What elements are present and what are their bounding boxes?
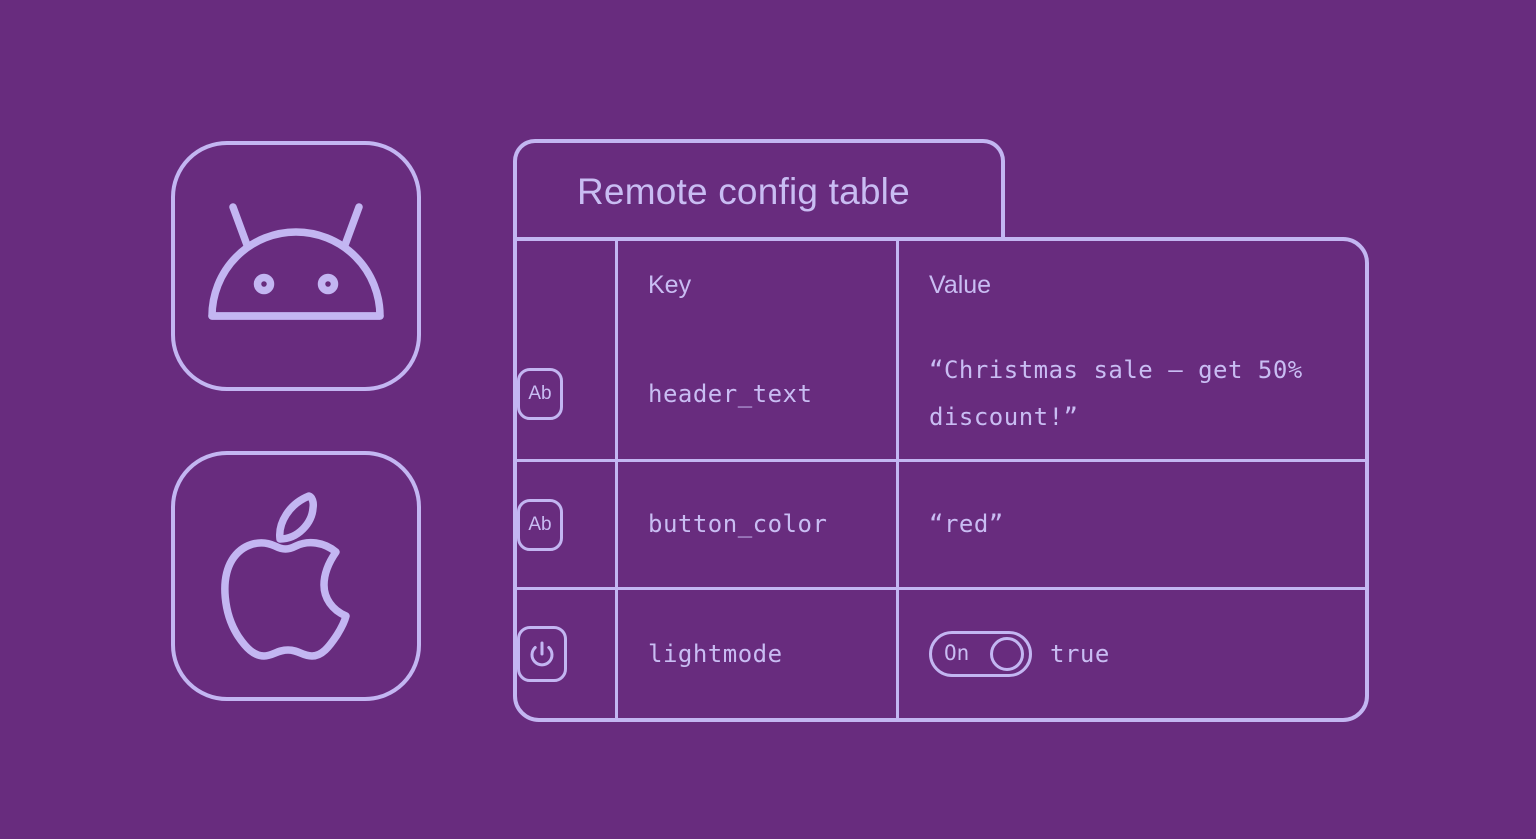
column-header-icon	[517, 241, 618, 329]
power-toggle-icon	[517, 626, 567, 682]
row-value-cell: On true	[899, 590, 1365, 718]
table-row[interactable]: Ab header_text “Christmas sale — get 50%…	[517, 329, 1365, 462]
column-header-key: Key	[618, 241, 899, 329]
config-value: “red”	[929, 510, 1004, 539]
table-row[interactable]: Ab button_color “red”	[517, 462, 1365, 590]
row-value-cell: “red”	[899, 462, 1365, 590]
page-title: Remote config table	[577, 171, 910, 212]
table-body: Ab header_text “Christmas sale — get 50%…	[517, 329, 1365, 718]
text-type-icon: Ab	[517, 368, 563, 420]
platform-tile-android[interactable]	[171, 141, 421, 391]
config-table: Key Value Ab header_text “Christmas sa	[513, 237, 1369, 722]
row-key-cell: button_color	[618, 462, 899, 590]
row-type-cell: Ab	[517, 329, 618, 462]
config-value: true	[1050, 639, 1110, 668]
column-header-value: Value	[929, 270, 992, 299]
config-key: button_color	[648, 510, 828, 539]
android-robot-icon	[208, 201, 384, 331]
text-type-icon-label: Ab	[528, 513, 552, 535]
table-header-row: Key Value	[517, 241, 1365, 329]
toggle-knob[interactable]	[990, 636, 1024, 671]
lightmode-toggle-switch[interactable]: On	[929, 630, 1032, 677]
row-key-cell: lightmode	[618, 590, 899, 718]
config-key: header_text	[648, 379, 813, 408]
row-value-cell: “Christmas sale — get 50% discount!”	[899, 329, 1365, 462]
row-type-cell	[517, 590, 618, 718]
table-title-panel: Remote config table	[513, 139, 1005, 241]
text-type-icon-label: Ab	[528, 383, 552, 404]
row-type-cell: Ab	[517, 462, 618, 590]
toggle-state-label: On	[944, 641, 970, 666]
table-header: Key Value	[517, 241, 1365, 329]
boolean-value-group: On true	[929, 630, 1335, 678]
text-type-icon: Ab	[517, 498, 563, 551]
platform-tile-apple[interactable]	[171, 451, 421, 701]
config-value: “Christmas sale — get 50% discount!”	[929, 356, 1303, 431]
apple-logo-icon	[216, 490, 376, 662]
config-key: lightmode	[648, 639, 783, 668]
table-row[interactable]: lightmode On true	[517, 590, 1365, 718]
row-key-cell: header_text	[618, 329, 899, 462]
